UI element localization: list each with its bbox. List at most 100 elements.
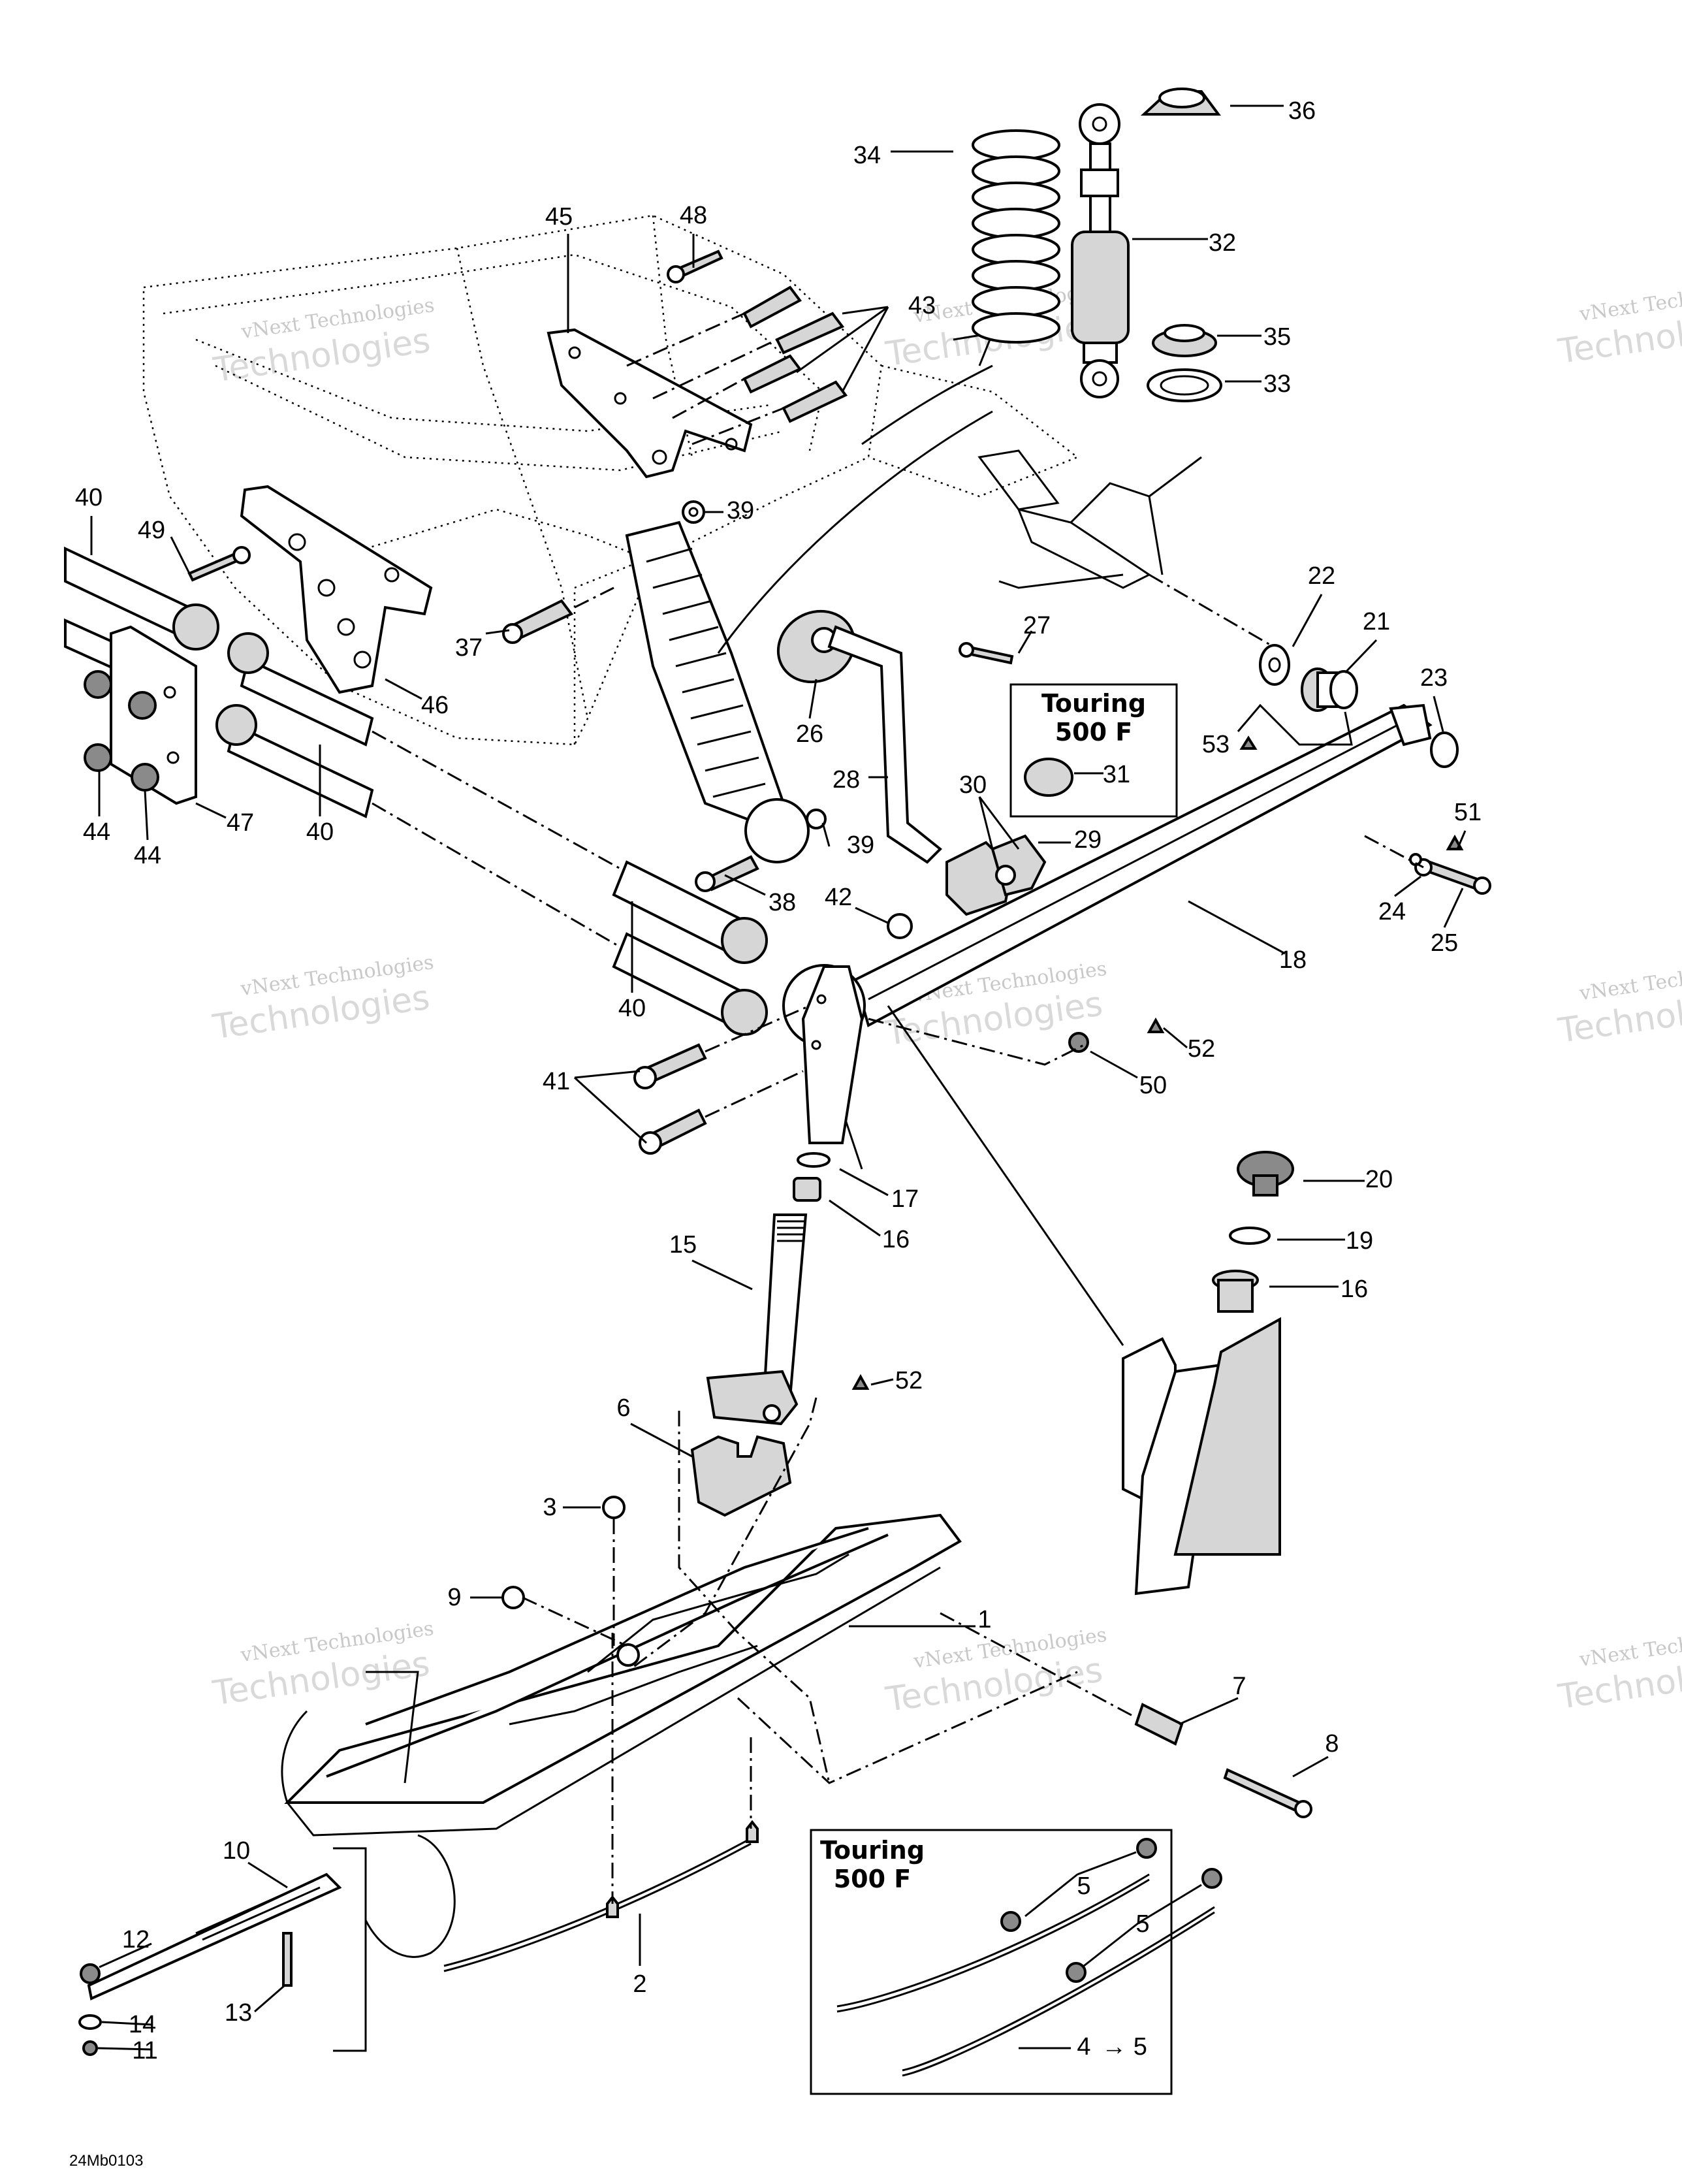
part-43-bolts [626,285,848,445]
part-36-cap [1140,88,1221,116]
part-52-fitting-lower [851,1373,870,1390]
part-23-ring [1430,731,1459,768]
watermark-8: vNext Technologies Technologies [883,1624,1108,1720]
part-53-fitting [1239,735,1258,750]
part-39-nut-upper [682,500,705,524]
part-12-nut [80,1963,101,1984]
part-29-30-clamps [945,834,1047,916]
callout-2: 2 [633,1970,646,1998]
part-9-nut [501,1586,525,1609]
part-15-spindle [762,1213,808,1399]
callout-40: 40 [75,484,103,511]
callout-32: 32 [1209,229,1236,257]
leader-dash-ski-right [626,1397,817,1673]
touring-box-1: Touring 500 F [1009,683,1178,818]
part-1-ski [281,1513,962,1837]
callout-4: 4 [1077,2033,1090,2061]
part-19-ring [1229,1227,1271,1245]
watermark-layer: vNext Technologies Technologies vNext Te… [210,276,1682,1720]
part-14-washer [78,2014,102,2030]
part-27-pin [959,642,1014,665]
callout-31: 31 [1103,761,1130,788]
callout-21: 21 [1363,608,1390,635]
callout-10: 10 [223,1837,250,1865]
callout-3: 3 [543,1494,556,1521]
touring-box-2: Touring 500 F [810,1829,1222,2095]
callout-15: 15 [669,1231,697,1259]
leader-dash-24 [1364,835,1424,869]
callout-18: 18 [1279,946,1307,974]
runner-a [836,1873,1150,2008]
callout-36: 36 [1288,97,1316,125]
ski-arrow [364,1834,456,1958]
callout-52: 52 [895,1367,923,1394]
part-18-trailing-arm [841,703,1433,1170]
callout-48: 48 [680,202,707,229]
callout-28: 28 [833,766,860,794]
callout-40: 40 [618,995,646,1022]
callout-12: 12 [122,1926,150,1953]
part-45-bracket [547,328,753,479]
watermark-3: vNext Technologies Technologies [1555,276,1682,372]
front-frame-upper-right [977,449,1274,648]
part-3-nut [602,1496,626,1519]
callout-37: 37 [455,634,483,662]
part-13-stud [282,1932,293,1987]
part-25-bolt [1425,860,1491,895]
part-37-bolt [502,586,614,644]
shock-lower-ball [744,798,810,863]
callout-17: 17 [891,1185,919,1213]
part-39-nut-lower [806,809,827,829]
callout-43: 43 [908,292,936,319]
callout-arrow-5: → 5 [1102,2033,1147,2061]
part-28-rod [827,625,942,864]
bracket-10 [333,1847,367,2052]
callout-9: 9 [447,1584,461,1611]
callout-7: 7 [1232,1673,1246,1700]
callout-47: 47 [227,809,254,837]
part-46-plate [240,485,433,694]
callout-5: 5 [1135,1910,1149,1938]
callout-53: 53 [1202,731,1230,758]
part-50-grease [1068,1032,1089,1053]
callout-16: 16 [882,1226,910,1253]
callout-50: 50 [1139,1072,1167,1099]
runner-b [902,1906,1215,2072]
callout-5: 5 [1077,1872,1090,1900]
callout-25: 25 [1431,929,1458,957]
watermark-1: vNext Technologies Technologies [211,294,436,391]
vehicle-frame-outline [142,214,1079,746]
callout-11: 11 [132,2037,157,2064]
part-47-plate [84,625,197,805]
part-16-bushing-right [1212,1270,1259,1313]
part-33-washer [1147,368,1222,402]
leader-dash-ski [678,1411,831,1784]
callout-1: 1 [977,1606,991,1633]
part-41-bolts [633,1004,810,1155]
callout-44: 44 [134,842,161,869]
part-11-screw [82,2040,98,2056]
callout-8: 8 [1325,1730,1339,1758]
part-10-carbide [87,1872,342,2000]
callout-35: 35 [1263,323,1291,351]
callout-42: 42 [825,884,852,911]
part-7-sleeve [1134,1703,1184,1746]
spindle-head [782,964,866,1144]
callout-23: 23 [1420,664,1448,692]
part-22-washer [1259,644,1290,686]
part-52-fitting-upper [1147,1017,1165,1033]
touring-box-2-title-line1: Touring [820,1836,925,1865]
part-6-rubber-block [690,1435,792,1517]
callout-40: 40 [306,818,334,846]
callout-22: 22 [1308,562,1335,590]
leader-dash-7 [940,1612,1137,1719]
part-31-cap [1024,758,1073,797]
touring-box-2-title-line2: 500 F [834,1865,912,1893]
callout-33: 33 [1263,370,1291,398]
part-42-nut [887,913,913,939]
callout-51: 51 [1454,799,1482,826]
watermark-9: vNext Technologies Technologies [1555,1622,1682,1717]
shock-boot [625,332,994,863]
part-15-clamp [706,1370,799,1426]
